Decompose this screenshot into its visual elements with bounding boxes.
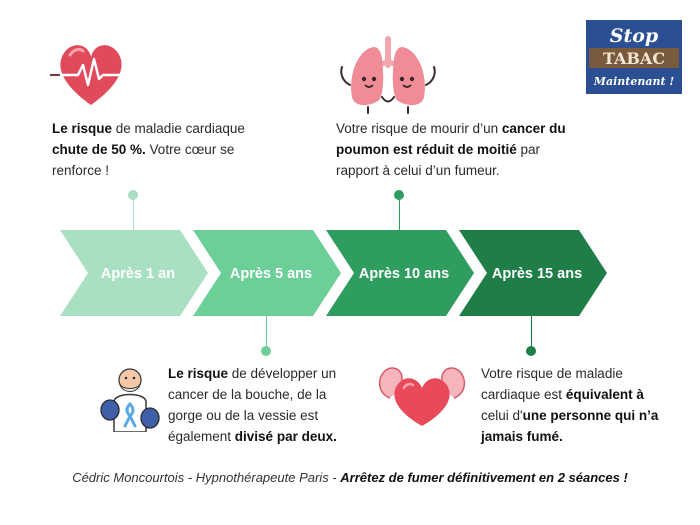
heartbeat-heart-icon — [50, 35, 132, 111]
footer-cta: Arrêtez de fumer définitivement en 2 séa… — [340, 470, 628, 485]
timeline: Après 1 an Après 5 ans Après 10 ans Aprè… — [60, 230, 610, 316]
stop-tabac-logo: Stop TABAC Maintenant ! — [586, 20, 682, 94]
happy-lungs-icon — [338, 35, 438, 115]
connector-dot-five-years — [261, 346, 271, 356]
stage-ten-years: Après 10 ans — [326, 230, 474, 316]
logo-line2: TABAC — [603, 49, 665, 68]
connector-five-years — [265, 316, 267, 350]
logo-line1: Stop — [610, 25, 659, 47]
footer-credit: Cédric Moncourtois - Hypnothérapeute Par… — [0, 470, 700, 485]
fact-one-year: Le risque de maladie cardiaque chute de … — [52, 121, 245, 178]
fact-fifteen-years: Votre risque de maladie cardiaque est éq… — [481, 366, 659, 444]
connector-one-year — [132, 196, 134, 230]
connector-dot-fifteen-years — [526, 346, 536, 356]
fact-five-years: Le risque de développer un cancer de la … — [168, 366, 337, 444]
svg-text:Après 15 ans: Après 15 ans — [492, 266, 582, 282]
footer-author: Cédric Moncourtois - Hypnothérapeute Par… — [72, 470, 341, 485]
connector-fifteen-years — [530, 316, 532, 350]
stage-one-year: Après 1 an — [60, 230, 208, 316]
svg-text:Après 10 ans: Après 10 ans — [359, 266, 449, 282]
connector-dot-ten-years — [394, 190, 404, 200]
strong-heart-icon — [372, 358, 472, 430]
connector-dot-one-year — [128, 190, 138, 200]
svg-text:Après 1 an: Après 1 an — [101, 266, 175, 282]
stage-fifteen-years: Après 15 ans — [459, 230, 607, 316]
connector-ten-years — [398, 196, 400, 230]
fact-ten-years: Votre risque de mourir d’un cancer du po… — [336, 121, 566, 178]
stage-five-years: Après 5 ans — [193, 230, 341, 316]
svg-text:Après 5 ans: Après 5 ans — [230, 266, 312, 282]
logo-line3: Maintenant ! — [593, 75, 675, 88]
old-man-boxing-ribbon-icon — [100, 362, 160, 433]
